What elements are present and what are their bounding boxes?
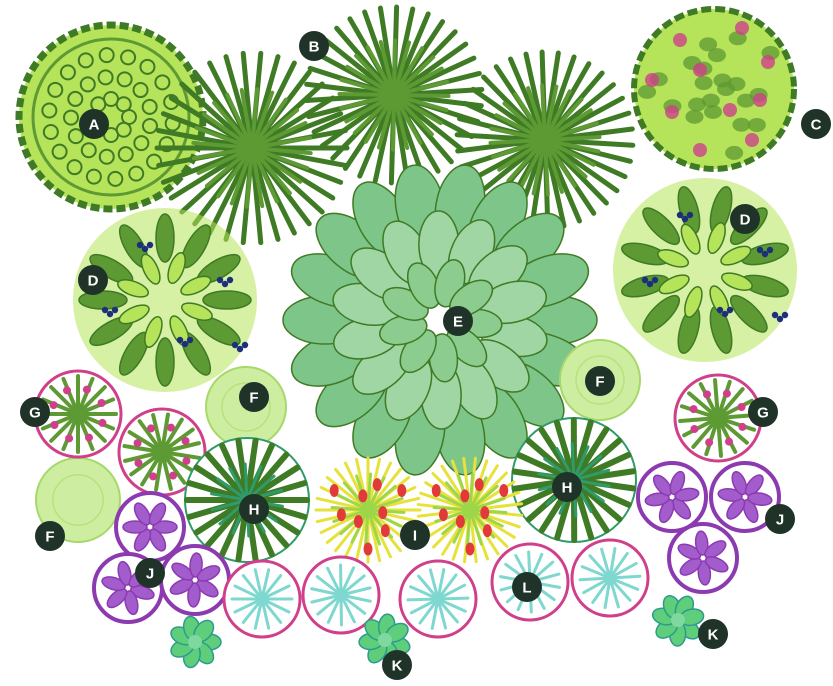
label-g-left: G [29, 405, 41, 422]
plant-g-perennial-3 [675, 375, 761, 461]
label-badge-d-right: D [730, 204, 760, 234]
label-d-right: D [740, 212, 751, 229]
label-d-left: D [88, 273, 99, 290]
plant-l-grass-5 [572, 540, 648, 616]
label-c: C [811, 117, 822, 134]
label-badge-k-right: K [698, 619, 728, 649]
label-badge-c: C [801, 109, 831, 139]
label-a: A [89, 117, 100, 134]
plant-d-perennial-left [73, 208, 257, 392]
label-k-right: K [708, 627, 719, 644]
label-badge-e: E [443, 306, 473, 336]
label-f-lower-left: F [45, 529, 54, 546]
label-badge-l: L [512, 572, 542, 602]
label-badge-b: B [299, 31, 329, 61]
plant-j-purple-6 [669, 524, 737, 592]
plant-j-purple-3 [161, 546, 229, 614]
label-i: I [413, 528, 417, 545]
label-badge-f-lower-left: F [35, 521, 65, 551]
label-h-right: H [562, 480, 573, 497]
label-e: E [453, 314, 463, 331]
label-badge-j-left: J [135, 558, 165, 588]
label-badge-h-right: H [552, 472, 582, 502]
label-j-left: J [146, 566, 154, 583]
label-h-left: H [249, 502, 260, 519]
label-f-right: F [595, 374, 604, 391]
label-badge-k-bottom: K [382, 650, 412, 680]
plant-d-perennial-right [613, 178, 797, 362]
plant-j-purple-4 [638, 463, 706, 531]
label-badge-h-left: H [239, 494, 269, 524]
plant-l-grass-3 [400, 561, 476, 637]
label-badge-j-right: J [765, 504, 795, 534]
label-badge-i: I [400, 520, 430, 550]
plant-j-purple-1 [116, 493, 184, 561]
plant-l-grass-1 [224, 561, 300, 637]
label-badge-f-upper-left: F [239, 382, 269, 412]
plant-c-flowering-shrub [634, 9, 794, 169]
label-j-right: J [776, 512, 784, 529]
label-badge-g-left: G [20, 397, 50, 427]
label-badge-f-right: F [585, 366, 615, 396]
label-badge-g-right: G [748, 397, 778, 427]
label-k-bottom: K [392, 658, 403, 675]
label-l: L [522, 580, 531, 597]
label-f-upper-left: F [249, 390, 258, 407]
label-g-right: G [757, 405, 769, 422]
label-b: B [309, 39, 320, 56]
label-badge-a: A [79, 109, 109, 139]
label-badge-d-left: D [78, 265, 108, 295]
